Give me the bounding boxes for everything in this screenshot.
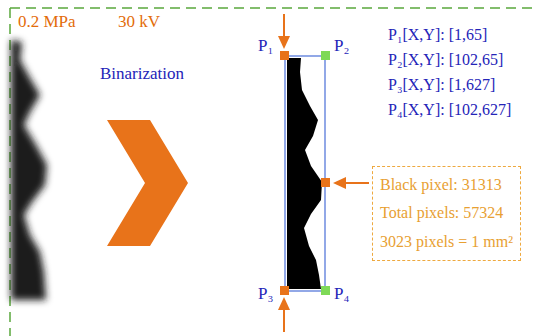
step-label: Binarization	[100, 64, 184, 84]
result-text: Total pixels: 57324	[380, 204, 513, 222]
pointer-arrow	[278, 36, 290, 49]
point-label: P₄	[334, 284, 349, 304]
point-label: P₃	[258, 284, 273, 304]
condition-label: 0.2 MPa	[18, 12, 76, 32]
frame-line	[10, 7, 536, 9]
coordinate-text: P₄[X,Y]: [102,627]	[388, 101, 511, 119]
pointer-arrow	[333, 177, 346, 189]
result-box: Black pixel: 31313Total pixels: 57324 302…	[372, 166, 521, 261]
pointer-arrow	[283, 14, 285, 36]
pointer-arrow	[278, 297, 290, 310]
result-text: Black pixel: 31313	[380, 176, 513, 194]
corner-marker	[321, 51, 330, 60]
corner-marker	[280, 51, 289, 60]
coordinate-text: P₁[X,Y]: [1,65]	[388, 26, 487, 44]
raw-image	[11, 40, 47, 300]
point-label: P₁	[258, 36, 273, 56]
edge-marker	[321, 178, 330, 187]
pointer-arrow	[346, 182, 369, 184]
corner-marker	[321, 286, 330, 295]
bounding-rect	[285, 56, 325, 291]
corner-marker	[280, 286, 289, 295]
frame-line	[9, 8, 11, 336]
coordinate-text: P₂[X,Y]: [102,65]	[388, 51, 503, 69]
binary-shape	[287, 58, 322, 289]
coordinate-text: P₃[X,Y]: [1,627]	[388, 76, 495, 94]
pointer-arrow	[283, 310, 285, 332]
point-label: P₂	[334, 36, 349, 56]
result-text: 3023 pixels = 1 mm²	[380, 233, 513, 251]
chevron-arrow	[107, 120, 188, 246]
condition-label: 30 kV	[118, 12, 160, 32]
